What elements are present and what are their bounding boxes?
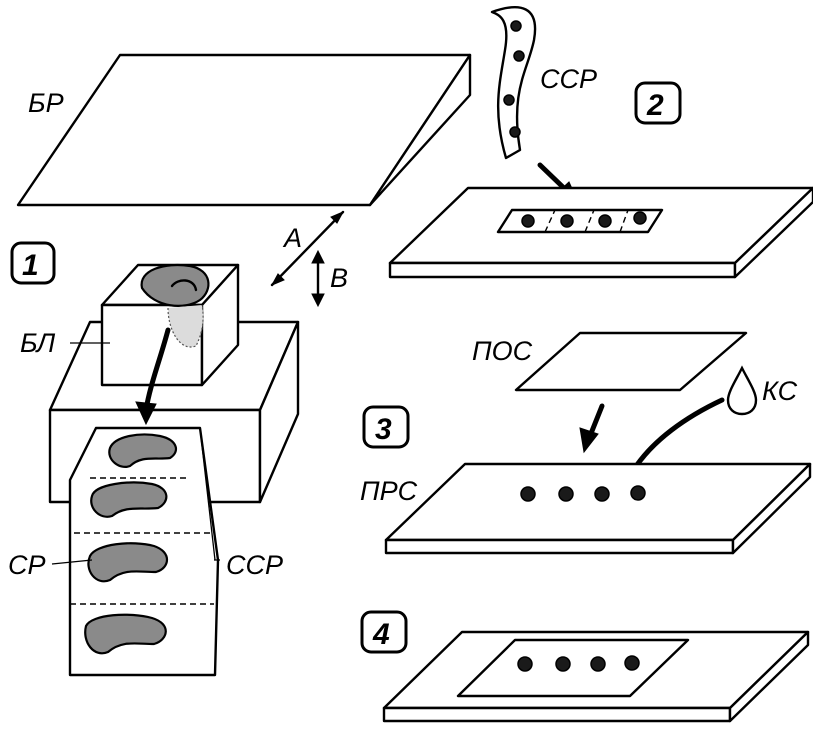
direction-label-b: В xyxy=(330,263,348,293)
step-badge-2 xyxy=(634,81,682,125)
step-badge-1 xyxy=(10,241,56,285)
slide-step-3 xyxy=(384,462,812,555)
ribbon-label-left: ССР xyxy=(226,550,283,580)
slide-label: ПРС xyxy=(360,476,418,506)
blade-label: БР xyxy=(28,88,64,118)
ribbon-section-2 xyxy=(90,481,168,518)
step-number-3: 3 xyxy=(375,413,392,446)
curved-ribbon xyxy=(490,6,537,160)
microtome-blade xyxy=(16,53,472,207)
medium-label: КС xyxy=(762,376,798,406)
ribbon-section-4 xyxy=(84,613,167,655)
medium-drop-icon xyxy=(726,365,758,416)
coverslip-label: ПОС xyxy=(472,336,533,366)
direction-arrow-b xyxy=(311,249,325,308)
cut-arrow xyxy=(135,327,171,426)
step-badge-4 xyxy=(360,610,408,654)
step-badge-3 xyxy=(362,405,410,449)
block-label: БЛ xyxy=(20,328,56,358)
paraffin-block xyxy=(100,263,240,387)
ribbon-section-1 xyxy=(108,433,178,468)
step-number-4: 4 xyxy=(372,618,390,651)
direction-arrow-a xyxy=(270,210,345,287)
ribbon-section-3 xyxy=(87,542,169,583)
coverslip xyxy=(514,331,748,392)
slide-step-4 xyxy=(382,630,810,723)
step-number-1: 1 xyxy=(22,249,39,282)
section-label: СР xyxy=(8,550,46,580)
ribbon-label-top: ССР xyxy=(540,64,597,94)
coverslip-arrow xyxy=(579,403,605,454)
step-number-2: 2 xyxy=(646,89,664,122)
slide-step-2 xyxy=(388,186,813,279)
direction-label-a: А xyxy=(282,223,302,253)
section-leader xyxy=(51,559,93,565)
